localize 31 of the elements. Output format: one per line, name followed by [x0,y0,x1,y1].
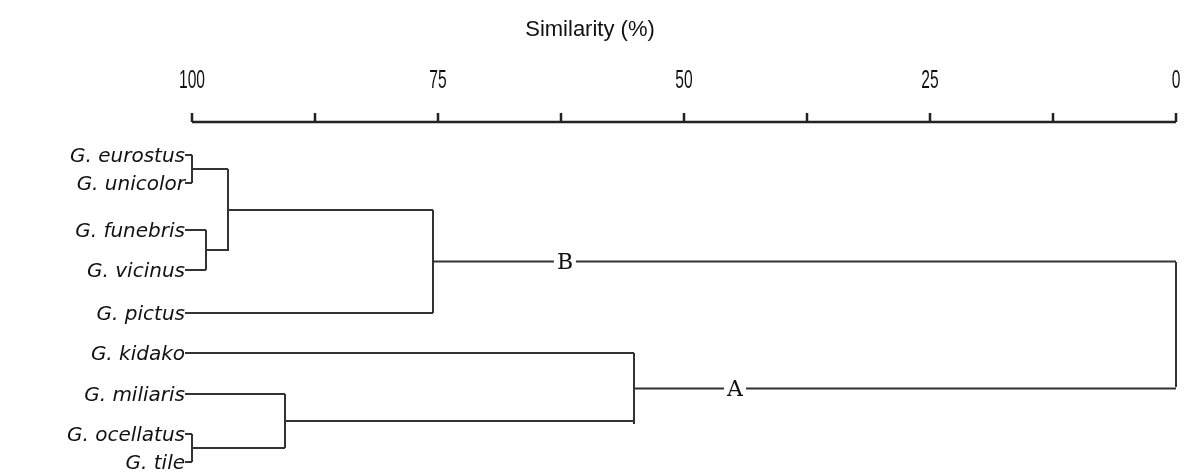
branch-line [634,387,1177,390]
species-label: G. miliaris [84,382,185,406]
branch-line [184,352,635,354]
branch-line [184,461,193,463]
species-label: G. tile [125,450,185,474]
species-label: G. unicolor [76,171,185,195]
branch-line [228,209,434,211]
branch-line [184,433,193,435]
branch-line [184,312,434,314]
tick-label: 0 [1171,64,1181,94]
branch-line [192,168,229,170]
branch-line [184,393,286,395]
tick-label: 50 [675,64,693,94]
branch-line [192,447,286,449]
species-label: G. eurostus [70,143,185,167]
tick-label: 25 [921,64,939,94]
species-label: G. kidako [90,341,185,365]
branch-line [206,249,229,251]
branch-line [184,269,207,271]
species-label: G. funebris [75,218,185,242]
tick-label: 75 [429,64,447,94]
branch-line [433,260,1177,263]
branch-line [184,154,193,156]
species-label: G. ocellatus [66,422,185,446]
species-label: G. vicinus [87,258,185,282]
tick-label: 100 [179,64,205,94]
branch-line [184,182,193,184]
axis-title: Similarity (%) [525,16,655,42]
branch-line [285,420,635,422]
species-label: G. pictus [96,301,185,325]
branch-line [184,229,207,231]
